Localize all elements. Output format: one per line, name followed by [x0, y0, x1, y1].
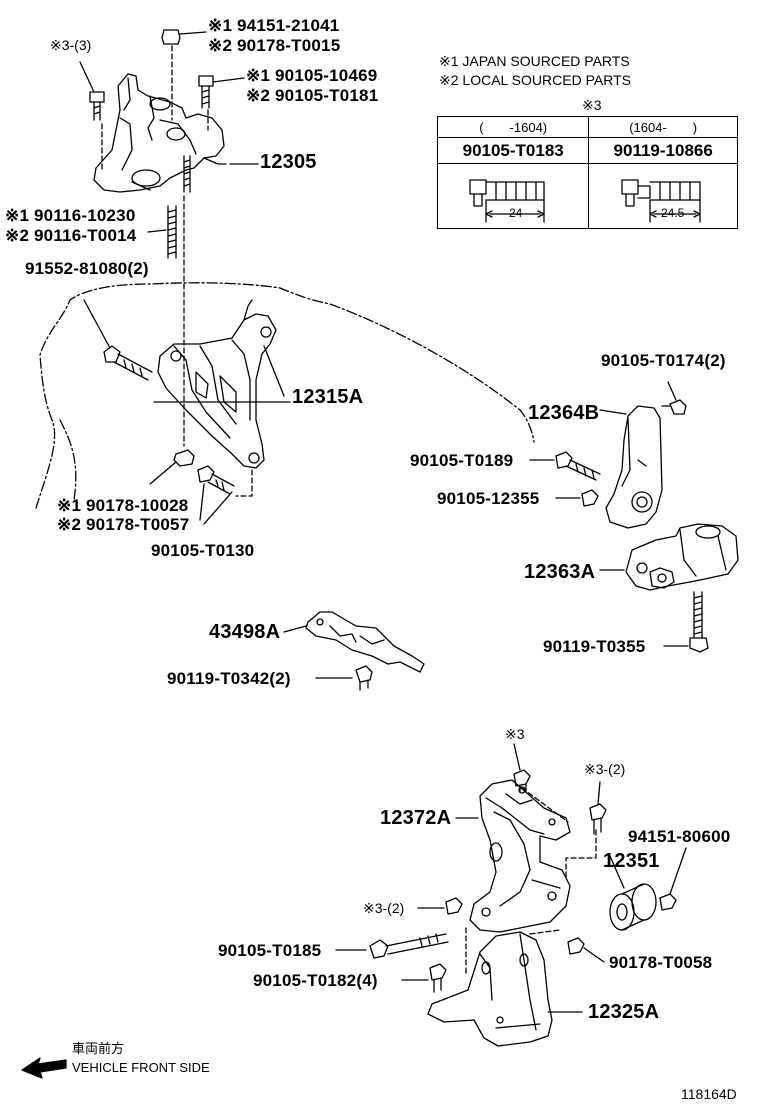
transmission-outline	[35, 282, 535, 509]
spec-range-2: (1604- )	[588, 116, 738, 138]
part-label-90178-T0057: ※2 90178-T0057	[57, 515, 190, 534]
part-label-12364B: 12364B	[528, 402, 600, 424]
engine-mount-12305	[93, 73, 259, 193]
part-label-90105-T0174: 90105-T0174(2)	[601, 351, 726, 370]
bolt-90105-T0174	[661, 381, 687, 415]
nut-94151-80600	[659, 847, 687, 911]
stud-90116	[147, 205, 177, 259]
part-label-mark3: ※3	[505, 726, 525, 742]
direction-caption-jp: 車両前方	[72, 1041, 125, 1056]
nut-94151-21041	[161, 29, 207, 45]
part-label-mark3-3: ※3-(3)	[50, 37, 92, 53]
part-label-43498A: 43498A	[209, 621, 281, 643]
part-label-90105-T0189: 90105-T0189	[410, 451, 514, 470]
bushing-12351	[609, 855, 657, 931]
part-label-90105-T0130: 90105-T0130	[151, 541, 255, 560]
part-label-90178-T0015: ※2 90178-T0015	[208, 36, 341, 55]
part-label-90105-T0182: 90105-T0182(4)	[253, 971, 378, 990]
bracket-12325A	[427, 931, 583, 1047]
part-label-90105-12355: 90105-12355	[437, 489, 540, 508]
nut-90178-T0058	[567, 937, 605, 963]
nut-90178-10028	[149, 449, 195, 485]
bolt-91552-81080	[83, 299, 153, 381]
part-label-12305: 12305	[260, 151, 317, 173]
bolt-mark3-3	[79, 61, 105, 121]
spec-table-mark: ※3	[582, 97, 602, 113]
spec-part-2: 90119-10866	[588, 137, 738, 164]
spec-part-1: 90105-T0183	[436, 137, 590, 164]
part-label-12351: 12351	[603, 850, 660, 872]
bolt-mark3	[513, 743, 531, 793]
bolt-90105-10469	[198, 75, 245, 109]
mount-12363A	[599, 523, 739, 591]
spec-range-1: ( -1604)	[436, 116, 590, 138]
bolt-90105-T0182	[401, 963, 447, 993]
part-label-94151-21041: ※1 94151-21041	[208, 16, 340, 35]
part-label-90178-10028: ※1 90178-10028	[57, 496, 189, 515]
part-label-mark3-2a: ※3-(2)	[584, 761, 626, 777]
diagram-id: 118164D	[681, 1086, 737, 1102]
bracket-12315A	[157, 299, 285, 469]
part-label-90116-T0014: ※2 90116-T0014	[5, 226, 137, 245]
legend-note-japan: ※1 JAPAN SOURCED PARTS	[439, 53, 630, 69]
spec-table: ( -1604) (1604- ) 90105-T0183 90119-1086…	[436, 116, 738, 229]
part-label-90105-T0185: 90105-T0185	[218, 941, 322, 960]
bolt-mark3-2a	[589, 781, 607, 835]
part-label-12363A: 12363A	[524, 561, 596, 583]
part-label-90105-10469: ※1 90105-10469	[246, 66, 378, 85]
bracket-12372A	[455, 779, 571, 933]
bracket-12364B	[599, 405, 663, 529]
part-label-12325A: 12325A	[588, 1001, 660, 1023]
legend-note-local: ※2 LOCAL SOURCED PARTS	[439, 72, 631, 88]
bolt-90105-12355	[555, 489, 599, 507]
part-label-91552-81080: 91552-81080(2)	[25, 259, 149, 278]
part-label-12315A: 12315A	[292, 386, 364, 408]
part-label-90178-T0058: 90178-T0058	[609, 953, 713, 972]
bolt-90105-T0130	[197, 465, 235, 521]
spec-length-2: 24.5	[661, 206, 685, 220]
direction-caption-en: VEHICLE FRONT SIDE	[72, 1060, 210, 1075]
vehicle-front-arrow	[21, 1057, 67, 1079]
bolt-90119-T0342	[315, 665, 373, 691]
part-label-90116-10230: ※1 90116-10230	[5, 206, 136, 225]
bolt-mark3-2b	[417, 897, 463, 915]
spec-length-1: 24	[509, 206, 523, 220]
transmission-inner-line	[59, 419, 77, 501]
part-label-mark3-2b: ※3-(2)	[363, 900, 405, 916]
bolt-90119-T0355	[663, 591, 709, 653]
spec-image-1	[436, 163, 590, 229]
bolt-90105-T0185	[335, 933, 449, 959]
part-label-94151-80600: 94151-80600	[628, 827, 731, 846]
plate-43498A	[283, 611, 425, 673]
spec-image-2	[588, 163, 738, 229]
bolt-90105-T0189	[529, 451, 601, 481]
part-label-90105-T0181: ※2 90105-T0181	[246, 86, 379, 105]
part-label-12372A: 12372A	[380, 807, 452, 829]
part-label-90119-T0355: 90119-T0355	[543, 637, 646, 656]
part-label-90119-T0342: 90119-T0342(2)	[167, 669, 291, 688]
